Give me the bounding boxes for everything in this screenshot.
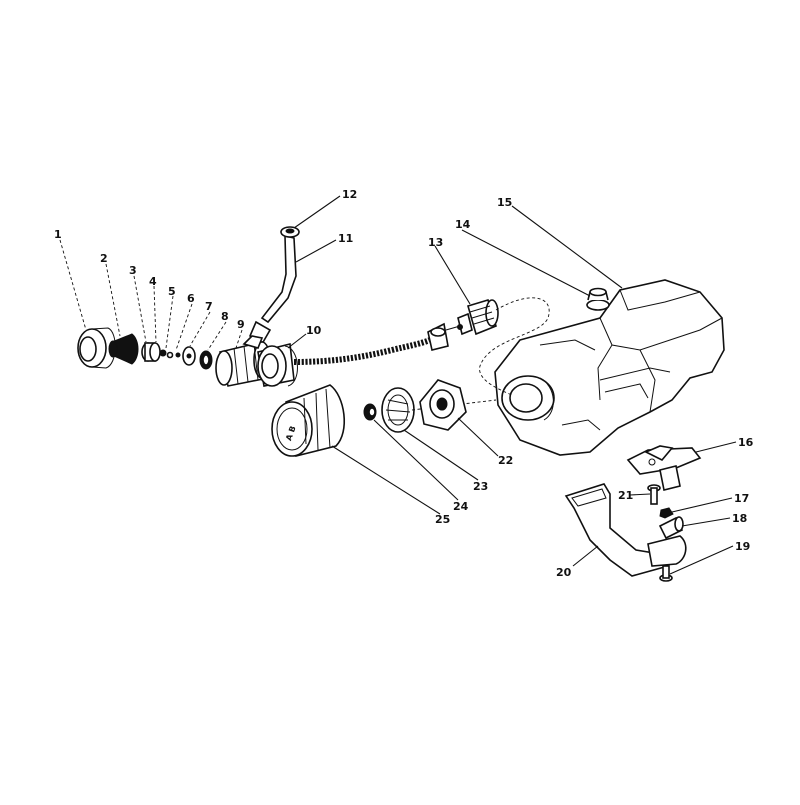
callout-22: 22 — [498, 454, 513, 467]
nut-17 — [659, 507, 674, 519]
callout-20: 20 — [556, 566, 572, 579]
bracket — [626, 445, 702, 491]
callout-2: 2 — [100, 252, 108, 265]
callout-14: 14 — [455, 218, 471, 231]
screw-21 — [647, 484, 661, 505]
hose-connector — [427, 322, 449, 351]
callout-9: 9 — [237, 318, 245, 331]
filler-adapter — [419, 379, 467, 431]
callout-15: 15 — [497, 196, 512, 209]
leader-lines — [59, 195, 737, 575]
grommet — [586, 287, 610, 311]
fuel-line-dashed — [479, 297, 550, 396]
callout-4: 4 — [149, 275, 157, 288]
spring-hose — [293, 337, 432, 365]
pickup-body — [215, 335, 298, 387]
cone-boot — [108, 333, 139, 365]
callout-5: 5 — [168, 285, 176, 298]
strap-20 — [564, 483, 687, 577]
callout-12: 12 — [342, 188, 357, 201]
callout-10: 10 — [306, 324, 322, 337]
callout-17: 17 — [734, 492, 749, 505]
small-parts — [141, 342, 213, 370]
spacer-18 — [658, 516, 684, 540]
callout-23: 23 — [473, 480, 488, 493]
callout-21: 21 — [618, 489, 633, 502]
callout-18: 18 — [732, 512, 747, 525]
screw-19 — [659, 565, 673, 582]
fuel-filter — [445, 299, 499, 336]
fuel-tank — [494, 279, 725, 456]
callout-8: 8 — [221, 310, 229, 323]
fuel-cap: A B — [271, 384, 345, 457]
callout-16: 16 — [738, 436, 754, 449]
callout-24: 24 — [453, 500, 469, 513]
callout-13: 13 — [428, 236, 443, 249]
callout-6: 6 — [187, 292, 195, 305]
callout-19: 19 — [735, 540, 750, 553]
collar-ring — [77, 327, 116, 369]
callout-3: 3 — [129, 264, 137, 277]
callout-11: 11 — [338, 232, 353, 245]
fuel-hose — [249, 226, 300, 346]
callout-7: 7 — [205, 300, 213, 313]
callout-25: 25 — [435, 513, 450, 526]
seal — [363, 403, 377, 421]
vent-disc — [381, 387, 415, 433]
callout-1: 1 — [54, 228, 62, 241]
callout-labels: 1 2 3 4 5 6 7 8 9 10 11 12 13 14 15 16 1… — [54, 188, 754, 579]
